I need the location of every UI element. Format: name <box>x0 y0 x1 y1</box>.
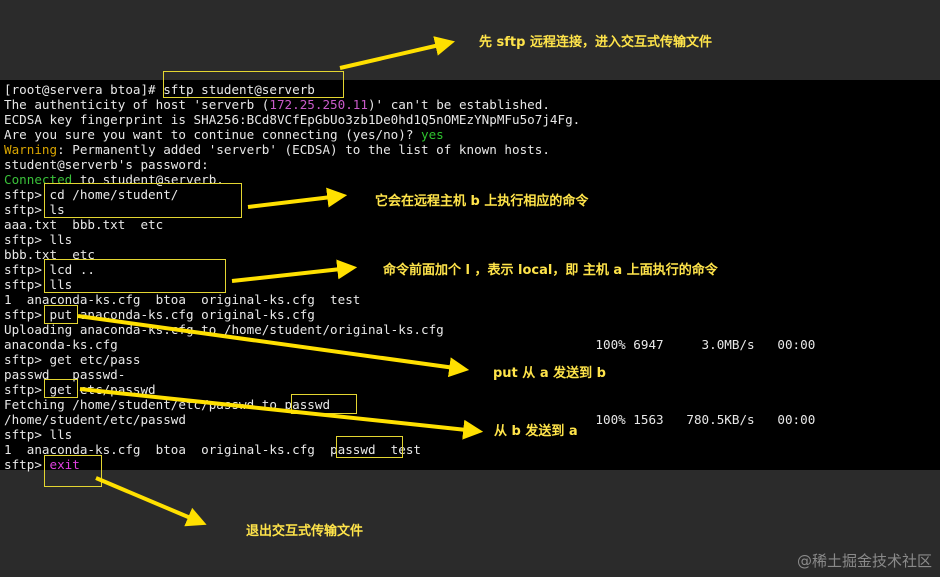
highlight-get <box>44 379 78 398</box>
watermark: @稀土掘金技术社区 <box>796 552 932 570</box>
highlight-cd-ls <box>44 183 242 218</box>
highlight-sftp-command <box>163 71 344 98</box>
terminal-text: )' can't be established. <box>367 97 550 112</box>
terminal-text: ECDSA key fingerprint is SHA256:BCd8VCfE… <box>4 112 581 127</box>
note-get: 从 b 发送到 a <box>494 424 578 439</box>
terminal-line: 1 anaconda-ks.cfg btoa original-ks.cfg p… <box>4 442 421 457</box>
terminal-line: sftp> lls <box>4 427 72 442</box>
terminal-text: sftp> get etc/pass <box>4 352 141 367</box>
terminal-text: Are you sure you want to continue connec… <box>4 127 422 142</box>
terminal-line: 1 anaconda-ks.cfg btoa original-ks.cfg t… <box>4 292 360 307</box>
terminal-text: Uploading anaconda-ks.cfg to /home/stude… <box>4 322 444 337</box>
highlight-put <box>44 305 78 324</box>
arrow-to-note1 <box>339 36 456 70</box>
terminal-text: sftp> ls <box>4 202 65 217</box>
highlight-fetched-passwd <box>291 394 357 414</box>
terminal-line: aaa.txt bbb.txt etc <box>4 217 163 232</box>
terminal-line: Warning: Permanently added 'serverb' (EC… <box>4 142 550 157</box>
note-local-command: 命令前面加个 l ，表示 local，即 主机 a 上面执行的命令 <box>383 263 718 278</box>
terminal-line: sftp> get etc/pass <box>4 352 140 367</box>
terminal-text: student@serverb's password: <box>4 157 209 172</box>
terminal-line: sftp> get etc/passwd <box>4 382 156 397</box>
terminal-line: sftp> lls <box>4 277 72 292</box>
terminal-text: exit <box>49 457 80 472</box>
terminal-text: 172.25.250.11 <box>269 97 368 112</box>
terminal-line: [root@servera btoa]# sftp student@server… <box>4 82 315 97</box>
highlight-lcd-lls <box>44 259 226 293</box>
note-exit: 退出交互式传输文件 <box>246 524 364 539</box>
terminal-text: /home/student/etc/passwd 100% 1563 780.5… <box>4 412 816 427</box>
terminal-text: Warning <box>4 142 58 157</box>
terminal-text: anaconda-ks.cfg 100% 6947 3.0MB/s 00:00 <box>4 337 816 352</box>
terminal-line: Fetching /home/student/etc/passwd to pas… <box>4 397 330 412</box>
terminal-text: sftp> lls <box>4 277 73 292</box>
terminal-line: The authenticity of host 'serverb (172.2… <box>4 97 550 112</box>
terminal-line: sftp> lcd .. <box>4 262 95 277</box>
terminal-text: : Permanently added 'serverb' (ECDSA) to… <box>57 142 550 157</box>
note-put: put 从 a 发送到 b <box>493 366 606 381</box>
terminal-line: student@serverb's password: <box>4 157 209 172</box>
terminal-line: /home/student/etc/passwd 100% 1563 780.5… <box>4 412 815 427</box>
terminal-line: sftp> cd /home/student/ <box>4 187 178 202</box>
note-remote-command: 它会在远程主机 b 上执行相应的命令 <box>375 194 589 209</box>
note-sftp-connect: 先 sftp 远程连接，进入交互式传输文件 <box>479 35 712 50</box>
terminal-line: sftp> exit <box>4 457 80 472</box>
highlight-exit <box>44 455 102 487</box>
highlight-passwd-listing <box>336 436 403 458</box>
terminal-line: Are you sure you want to continue connec… <box>4 127 444 142</box>
terminal-text: sftp> lcd .. <box>4 262 95 277</box>
terminal-text: aaa.txt bbb.txt etc <box>4 217 164 232</box>
terminal-line: anaconda-ks.cfg 100% 6947 3.0MB/s 00:00 <box>4 337 815 352</box>
terminal-text: yes <box>421 127 444 142</box>
terminal-text: [root@servera btoa]# sftp student@server… <box>4 82 315 97</box>
terminal-text: sftp> lls <box>4 232 73 247</box>
terminal-line: Uploading anaconda-ks.cfg to /home/stude… <box>4 322 444 337</box>
terminal-text: sftp> lls <box>4 427 73 442</box>
terminal-text: sftp> cd /home/student/ <box>4 187 179 202</box>
terminal-text: 1 anaconda-ks.cfg btoa original-ks.cfg p… <box>4 442 422 457</box>
terminal-text: bbb.txt etc <box>4 247 95 262</box>
terminal-text: The authenticity of host 'serverb ( <box>4 97 270 112</box>
terminal-text: sftp> <box>4 457 50 472</box>
terminal-text: 1 anaconda-ks.cfg btoa original-ks.cfg t… <box>4 292 361 307</box>
terminal-line: sftp> lls <box>4 232 72 247</box>
terminal-line: ECDSA key fingerprint is SHA256:BCd8VCfE… <box>4 112 580 127</box>
terminal-line: bbb.txt etc <box>4 247 95 262</box>
terminal-text: sftp> get etc/passwd <box>4 382 156 397</box>
arrow-to-note6 <box>95 476 207 527</box>
terminal-text: Fetching /home/student/etc/passwd to pas… <box>4 397 331 412</box>
terminal-line: sftp> ls <box>4 202 65 217</box>
